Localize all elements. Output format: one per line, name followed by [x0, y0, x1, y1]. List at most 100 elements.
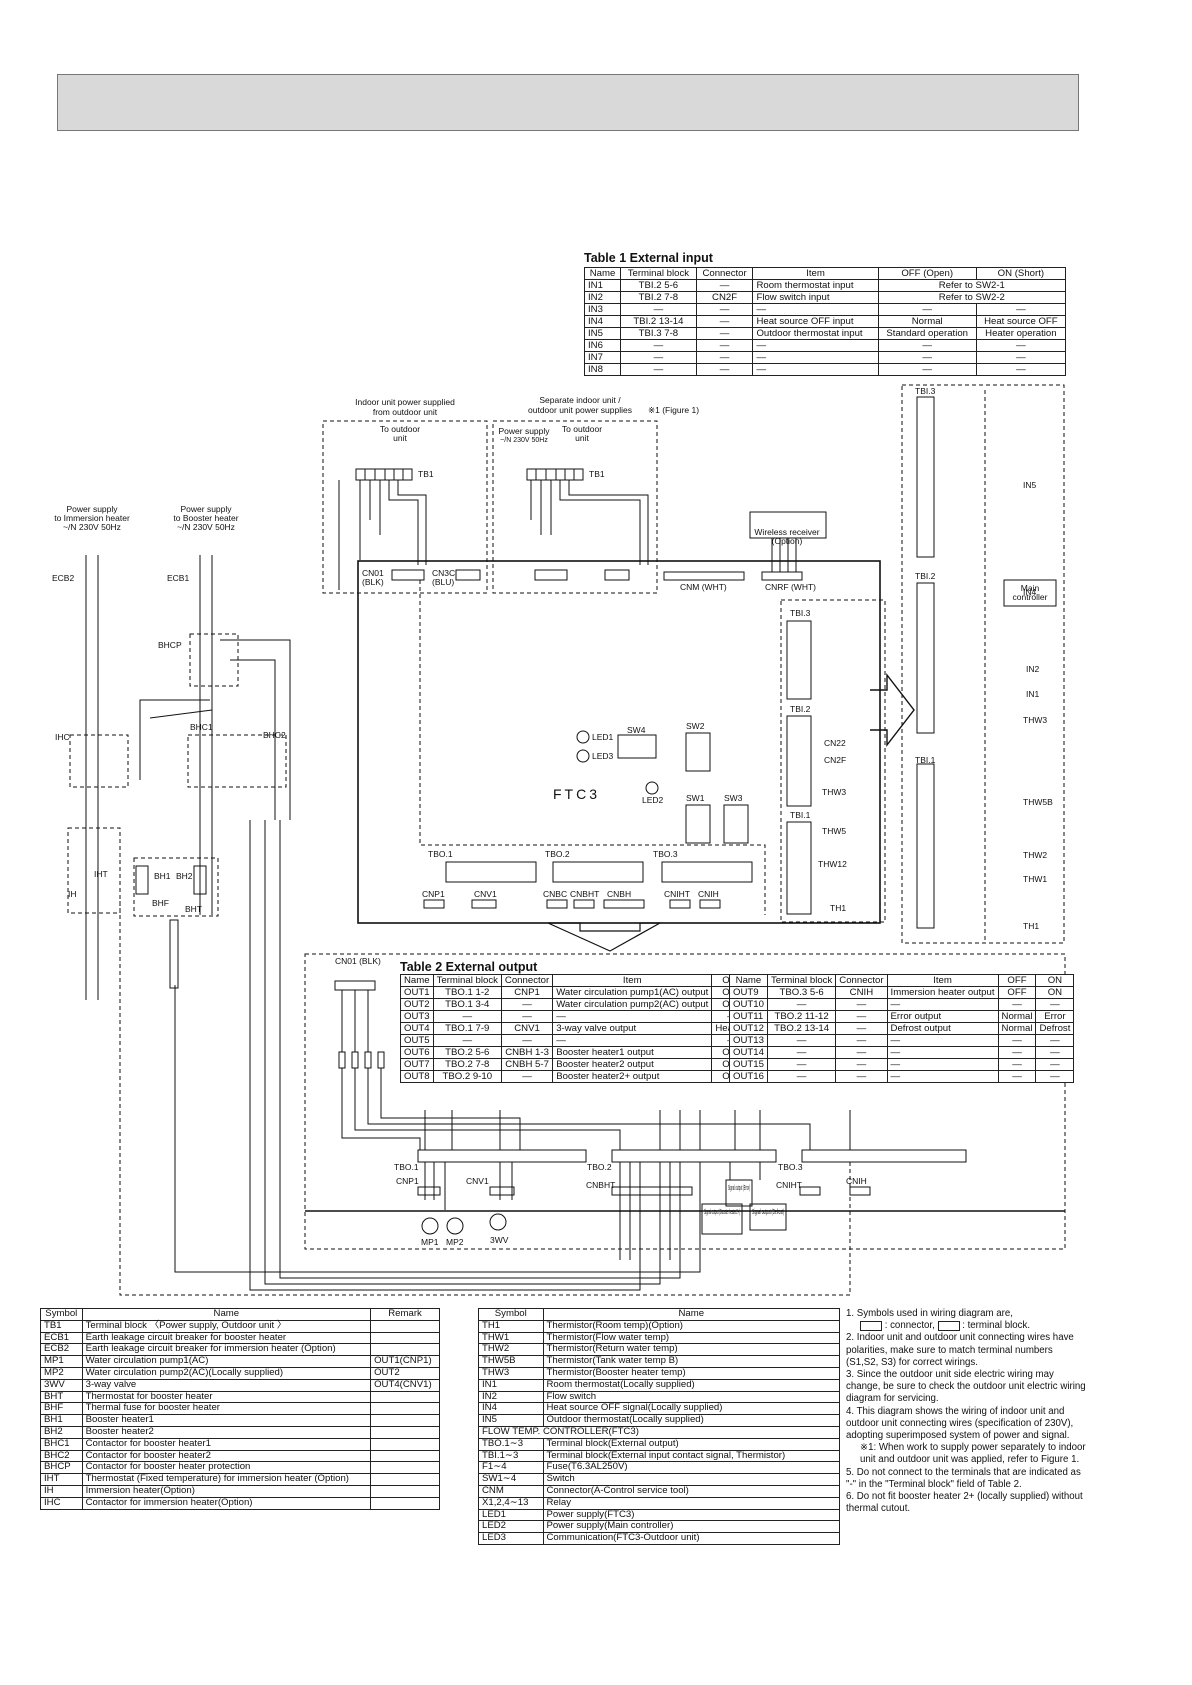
- table2-header-2: Connector: [835, 974, 888, 987]
- table-cell: —: [1035, 1034, 1075, 1047]
- legend-cell: Terminal block 〈Power supply, Outdoor un…: [81, 1319, 372, 1333]
- label-tbi2-ext: TBI.2: [915, 571, 936, 581]
- legend-cell: [370, 1390, 440, 1404]
- label-thw1-ext: THW1: [1023, 874, 1047, 884]
- table-cell: —: [835, 1070, 888, 1083]
- table-cell: TBO.1 3-4: [432, 998, 502, 1011]
- legend-cell: IHC: [40, 1496, 83, 1510]
- label-tbo2-ext: TBO.2: [587, 1162, 612, 1172]
- legend-cell: IH: [40, 1484, 83, 1498]
- fuse-f3: [364, 1051, 372, 1069]
- label-signal-defrost: Signal output (Defrost): [752, 1209, 784, 1216]
- table1-header-0: Name: [583, 267, 622, 280]
- table-cell: TBO.2 11-12: [766, 1010, 837, 1023]
- table-cell: —: [620, 363, 697, 376]
- arrow-right: [870, 672, 915, 748]
- header-bar: [57, 74, 1079, 131]
- legend-cell: ECB1: [40, 1331, 83, 1345]
- note-4b: ※1: When work to supply power separately…: [860, 1442, 1086, 1466]
- table-cell: —: [975, 351, 1067, 364]
- table-row: OUT3—————: [400, 1010, 783, 1023]
- table-cell: Room thermostat input: [752, 279, 879, 292]
- legend-cell: THW3: [478, 1366, 544, 1380]
- legend-cell: Thermostat for booster heater: [81, 1390, 372, 1404]
- tbo3-external: [801, 1149, 967, 1163]
- table-cell: Heat source OFF: [975, 315, 1067, 328]
- label-tb1-b: TB1: [589, 469, 605, 479]
- table-cell: OUT9: [729, 986, 768, 999]
- label-tbi2-board: TBI.2: [790, 704, 811, 714]
- legend-header-cell: Remark: [370, 1308, 440, 1321]
- label-signal-error: Signal output (Error): [728, 1185, 750, 1192]
- tbi-board-area: [780, 599, 886, 923]
- bh1-icon: [135, 865, 149, 895]
- legend-cell: Power supply(Main controller): [542, 1520, 840, 1534]
- legend-cell: Booster heater2: [81, 1425, 372, 1439]
- table2-header-3: Item: [552, 974, 713, 987]
- label-ih: IH: [68, 889, 77, 899]
- legend-cell: Earth leakage circuit breaker for immers…: [81, 1343, 372, 1357]
- label-mp1: MP1: [421, 1237, 439, 1247]
- output-area: [304, 953, 1066, 1250]
- legend-cell: SW1∼4: [478, 1473, 544, 1486]
- label-thw3-board: THW3: [822, 787, 846, 797]
- label-power-supply: Power supply: [498, 426, 550, 436]
- legend-cell: Contactor for booster heater2: [81, 1449, 372, 1463]
- label-cnv1-board: CNV1: [474, 889, 497, 899]
- table-cell: —: [835, 998, 888, 1011]
- legend-cell: Fuse(T6.3AL250V): [542, 1461, 840, 1475]
- sw4-switch: [617, 734, 657, 759]
- table-cell: TBO.3 5-6: [766, 986, 837, 999]
- legend-cell: Terminal block(External output): [542, 1437, 840, 1451]
- label-indoor-power: Indoor unit power supplied: [355, 397, 455, 407]
- note-2: 2. Indoor unit and outdoor unit connecti…: [846, 1332, 1074, 1368]
- table-cell: Defrost: [1035, 1022, 1075, 1035]
- legend-cell: Thermostat (Fixed temperature) for immer…: [81, 1473, 372, 1486]
- legend-cell: Switch: [542, 1473, 840, 1486]
- legend-cell: [370, 1414, 440, 1427]
- table-cell: TBO.2 5-6: [432, 1046, 502, 1059]
- table-cell: CNBH 1-3: [500, 1046, 554, 1059]
- legend-cell: BHC2: [40, 1449, 83, 1463]
- label-figure1: ※1 (Figure 1): [648, 405, 699, 415]
- table1-header-4: OFF (Open): [877, 267, 977, 280]
- table2-header-5: ON: [1035, 974, 1075, 987]
- legend-cell: THW5B: [478, 1355, 544, 1368]
- table-cell: —: [695, 363, 754, 376]
- tbo1-board-block: [445, 861, 537, 883]
- label-mp2: MP2: [446, 1237, 464, 1247]
- legend-cell: BHT: [40, 1390, 83, 1404]
- table-cell: —: [835, 1034, 888, 1047]
- table-cell: —: [552, 1010, 713, 1023]
- table-cell: Defrost output: [886, 1022, 999, 1035]
- table-cell: TBO.2 13-14: [766, 1022, 837, 1035]
- tbi1-external: [916, 763, 935, 929]
- legend-cell: [370, 1425, 440, 1439]
- label-th1-ext: TH1: [1023, 921, 1039, 931]
- table-cell: Heater operation: [975, 327, 1067, 340]
- label-led1: LED1: [592, 732, 614, 742]
- legend-header-cell: Symbol: [478, 1308, 544, 1321]
- label-bh1: BH1: [154, 871, 171, 881]
- table-cell: —: [695, 351, 754, 364]
- table-row: IN3—————: [583, 303, 1067, 316]
- table1-header-3: Item: [752, 267, 879, 280]
- table-row: IN8—————: [583, 363, 1067, 376]
- legend-cell: Contactor for booster heater1: [81, 1437, 372, 1451]
- label-cn3c-color: (BLU): [432, 577, 454, 587]
- led3-icon: [576, 749, 590, 763]
- table-cell: —: [997, 1046, 1037, 1059]
- label-led2: LED2: [642, 795, 664, 805]
- signal-booster-box: [701, 1203, 743, 1235]
